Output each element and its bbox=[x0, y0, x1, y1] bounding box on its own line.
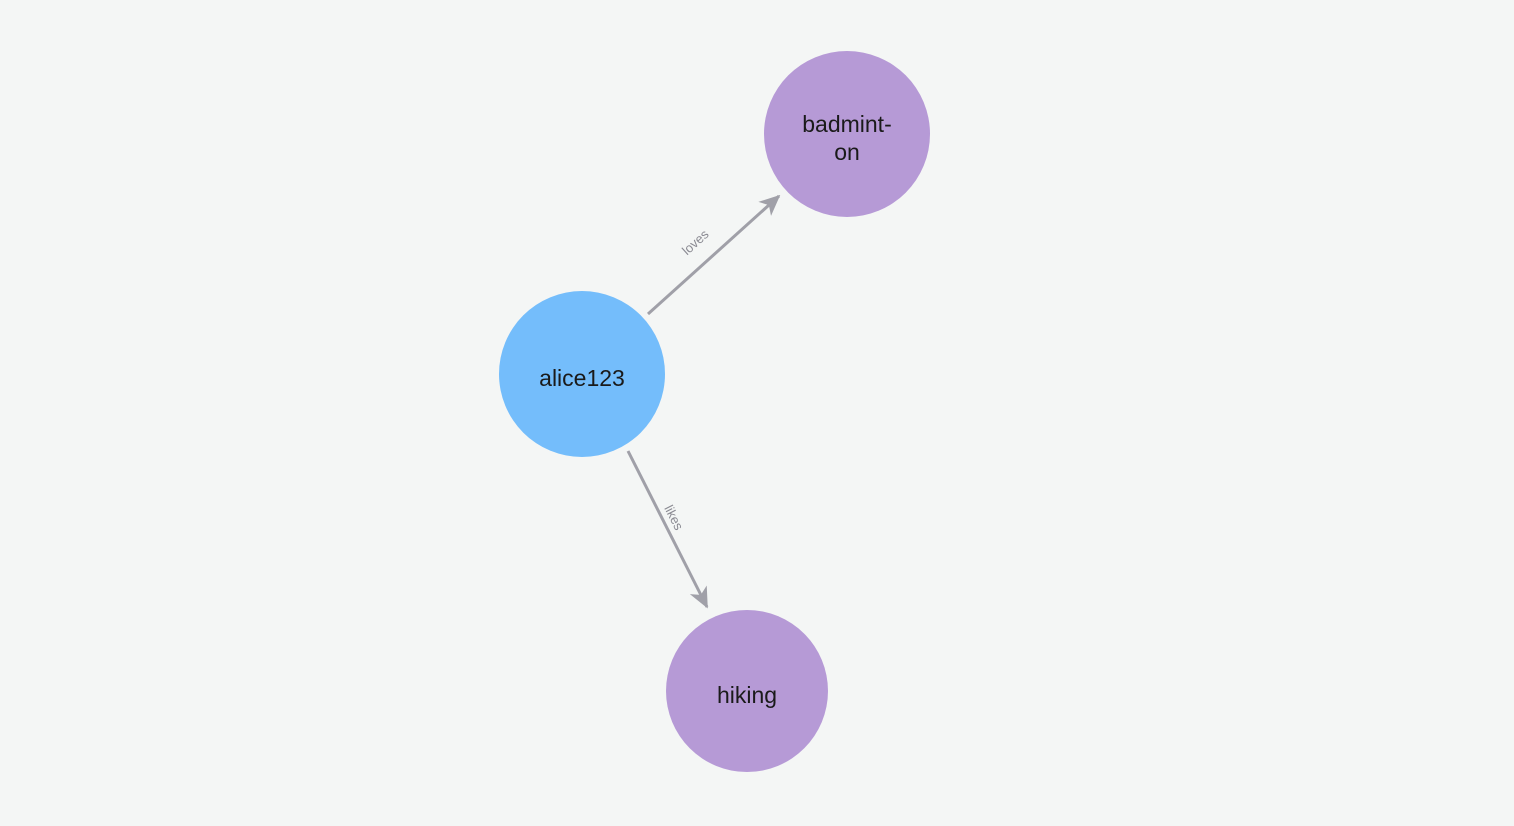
node-circle-badminton[interactable] bbox=[764, 51, 930, 217]
node-circle-alice123[interactable] bbox=[499, 291, 665, 457]
edge-line bbox=[646, 194, 781, 316]
node-alice123[interactable]: alice123 bbox=[499, 291, 665, 457]
node-circle-hiking[interactable] bbox=[666, 610, 828, 772]
edge-alice123-likes-hiking[interactable]: likes bbox=[626, 450, 709, 609]
edge-label-likes: likes bbox=[661, 503, 686, 533]
edge-label-loves: loves bbox=[679, 226, 712, 258]
nodes-layer: alice123 badmint- on hiking bbox=[499, 51, 930, 772]
edge-alice123-loves-badminton[interactable]: loves bbox=[646, 194, 781, 316]
node-hiking[interactable]: hiking bbox=[666, 610, 828, 772]
node-badminton[interactable]: badmint- on bbox=[764, 51, 930, 217]
edge-line bbox=[626, 450, 709, 609]
